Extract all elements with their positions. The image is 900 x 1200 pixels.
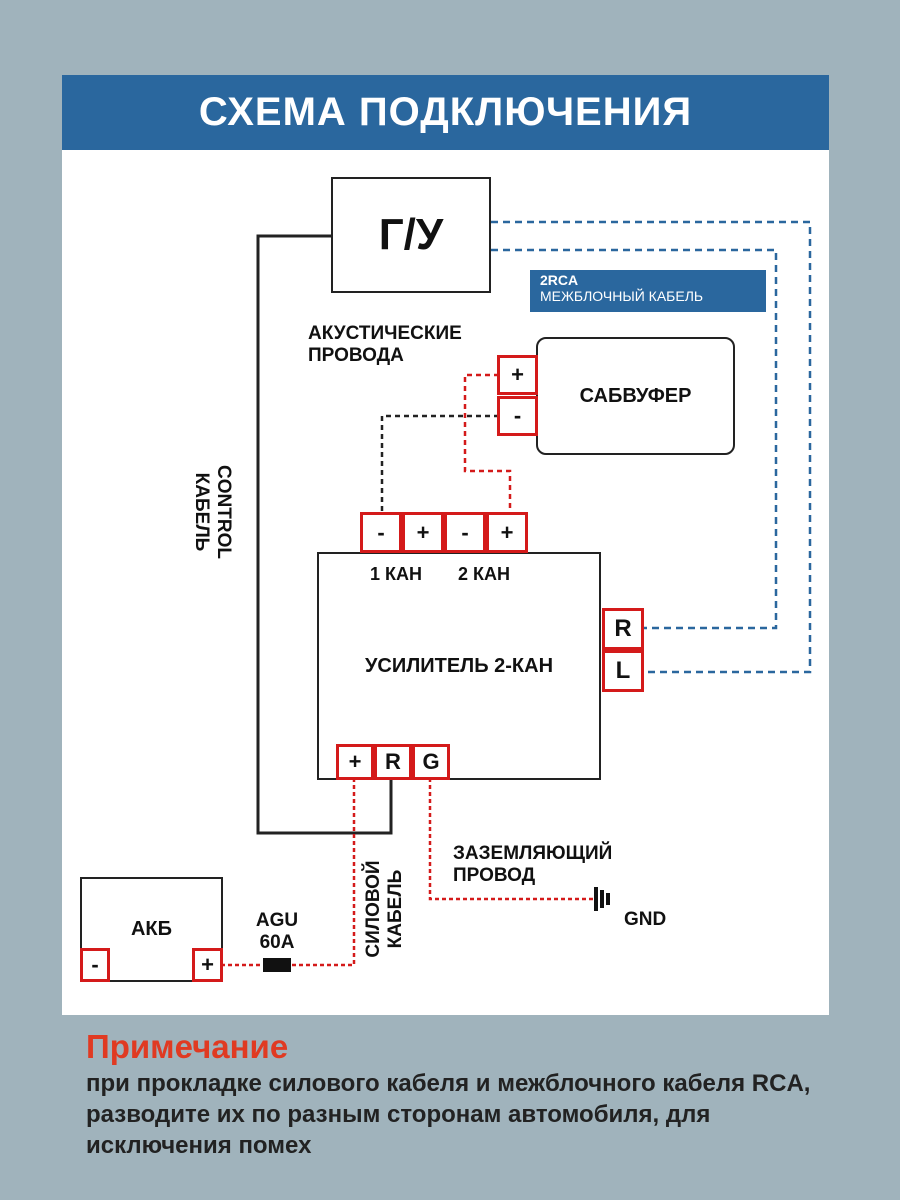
battery-positive-terminal: + — [192, 948, 223, 982]
note-text: при прокладке силового кабеля и межблочн… — [86, 1070, 811, 1159]
rca-tag-line1: 2RCA — [540, 272, 579, 288]
ground-wire-line2: ПРОВОД — [453, 865, 536, 886]
fuse-label-line1: AGU — [255, 910, 299, 931]
ground-symbol-icon — [594, 887, 610, 911]
ground-wire-label: ЗАЗЕМЛЯЮЩИЙ ПРОВОД — [453, 843, 612, 887]
speaker-wire-positive — [463, 373, 512, 513]
amp-power-positive-terminal: + — [336, 744, 374, 780]
speaker-wires-line1: АКУСТИЧЕСКИЕ — [308, 323, 462, 344]
fuse-label-line2: 60A — [259, 932, 295, 953]
control-cable-label: CONTROL КАБЕЛЬ — [190, 442, 234, 582]
subwoofer-positive-terminal: + — [497, 355, 538, 395]
channel-1-label: 1 КАН — [370, 564, 422, 584]
amp-remote-terminal: R — [374, 744, 412, 780]
rca-cable-r-line — [491, 248, 778, 630]
rca-l-terminal: L — [602, 650, 644, 692]
rca-tag-line2: МЕЖБЛОЧНЫЙ КАБЕЛЬ — [540, 288, 704, 304]
amp-ch1-negative-terminal: - — [360, 512, 402, 553]
control-cable-line2: КАБЕЛЬ — [191, 472, 212, 552]
rca-cable-l-line — [491, 220, 812, 674]
control-cable-line1: CONTROL — [213, 465, 234, 559]
amp-ch2-negative-terminal: - — [444, 512, 486, 553]
head-unit: Г/У — [331, 177, 491, 293]
amp-ch2-positive-terminal: + — [486, 512, 528, 553]
amp-ground-terminal: G — [412, 744, 450, 780]
control-cable-line — [256, 234, 393, 835]
battery-negative-terminal: - — [80, 948, 110, 982]
ground-wire-line — [428, 778, 594, 901]
speaker-wires-line2: ПРОВОДА — [308, 345, 404, 366]
page-title: СХЕМА ПОДКЛЮЧЕНИЯ — [62, 75, 829, 150]
power-cable-line2: КАБЕЛЬ — [385, 869, 406, 949]
gnd-label: GND — [624, 909, 667, 930]
fuse-label: AGU 60A — [251, 910, 303, 954]
speaker-wire-negative — [380, 414, 499, 513]
rca-cable-tag: 2RCA МЕЖБЛОЧНЫЙ КАБЕЛЬ — [530, 270, 766, 312]
rca-r-terminal: R — [602, 608, 644, 650]
ground-wire-line1: ЗАЗЕМЛЯЮЩИЙ — [453, 843, 613, 864]
channel-2-label: 2 КАН — [458, 564, 510, 584]
speaker-wires-label: АКУСТИЧЕСКИЕ ПРОВОДА — [308, 323, 462, 367]
amp-ch1-positive-terminal: + — [402, 512, 444, 553]
fuse-icon — [263, 958, 291, 972]
subwoofer-negative-terminal: - — [497, 396, 538, 436]
amplifier-box: УСИЛИТЕЛЬ 2-КАН — [317, 552, 601, 780]
subwoofer-box: САБВУФЕР — [536, 337, 735, 455]
power-cable-label: СИЛОВОЙ КАБЕЛЬ — [363, 844, 407, 974]
power-cable-line1: СИЛОВОЙ — [363, 860, 384, 958]
note-title: Примечание — [86, 1028, 289, 1065]
